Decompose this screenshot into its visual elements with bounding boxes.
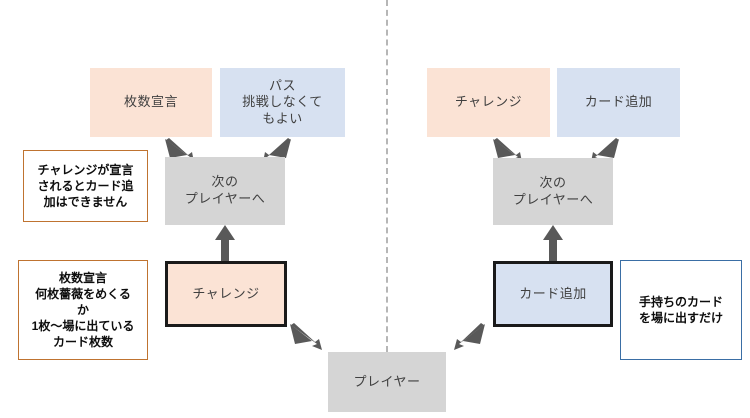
arrow-player-to-left-challenge: [288, 322, 324, 352]
right-top-option-card-add[interactable]: カード追加: [557, 68, 680, 137]
arrow-left-nextplayer-to-declare: [163, 137, 199, 163]
left-next-player-box[interactable]: 次の プレイヤーへ: [165, 157, 285, 225]
callout-play-card-from-hand: 手持ちのカード を場に出すだけ: [620, 260, 742, 360]
right-action-card-add-box[interactable]: カード追加: [493, 261, 613, 327]
left-action-challenge-box[interactable]: チャレンジ: [165, 261, 287, 327]
arrow-right-cardadd-to-nextplayer: [542, 225, 564, 263]
arrow-left-nextplayer-to-pass: [258, 137, 294, 163]
right-top-option-challenge[interactable]: チャレンジ: [427, 68, 550, 137]
left-top-option-pass[interactable]: パス 挑戦しなくて もよい: [220, 68, 345, 137]
arrow-left-challenge-to-nextplayer: [214, 225, 236, 263]
right-next-player-box[interactable]: 次の プレイヤーへ: [493, 158, 613, 225]
callout-challenge-blocks-card-add: チャレンジが宣言 されるとカード追 加はできません: [23, 150, 148, 222]
vertical-dashed-divider: [386, 0, 388, 352]
arrow-right-nextplayer-to-challenge: [491, 137, 527, 163]
arrow-player-to-right-cardadd: [452, 322, 488, 352]
player-root-box[interactable]: プレイヤー: [328, 352, 446, 412]
callout-declare-count-rules: 枚数宣言 何枚薔薇をめくる か 1枚～場に出ている カード枚数: [18, 260, 148, 360]
arrow-right-nextplayer-to-card-add: [586, 137, 622, 163]
left-top-option-declare-count[interactable]: 枚数宣言: [90, 68, 212, 137]
